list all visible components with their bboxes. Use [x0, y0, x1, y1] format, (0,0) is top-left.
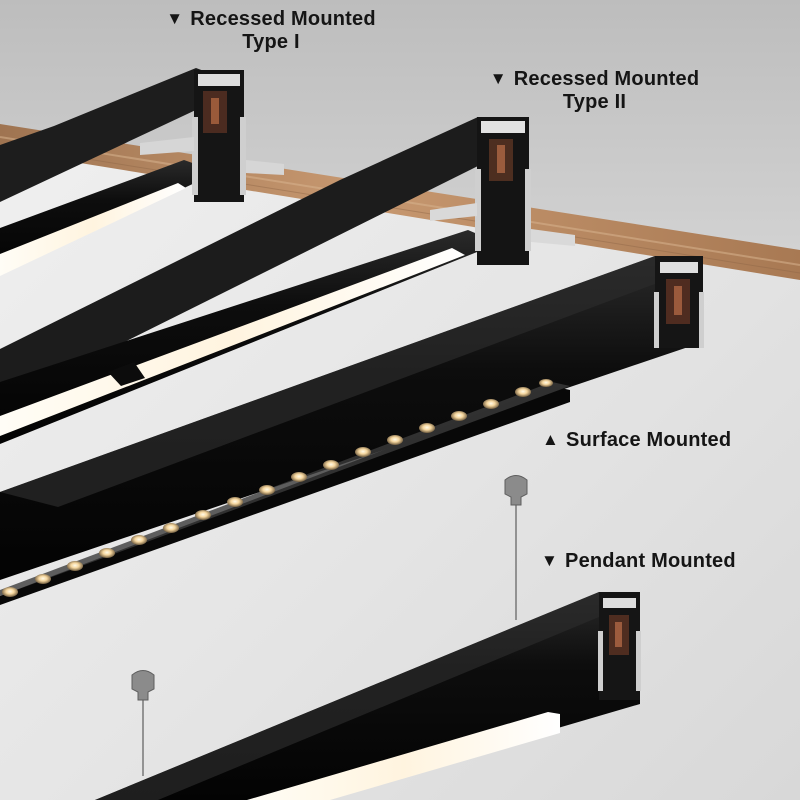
recessed-type-ii-fixture: [0, 117, 575, 444]
surface-mounted-fixture: [0, 256, 704, 605]
recessed-type-i-label: ▼ Recessed Mounted Type I: [146, 7, 396, 54]
surface-led-row: [2, 379, 553, 597]
pendant-mounted-label-text: Pendant Mounted: [565, 550, 736, 572]
recessed-type-ii-label-line-1: Recessed Mounted: [513, 68, 700, 90]
down-triangle-icon: ▼: [541, 551, 559, 570]
recessed-type-ii-label-line-2: Type II: [562, 91, 627, 113]
recessed-type-i-fixture: [0, 68, 284, 276]
recessed-type-ii-diffuser: [0, 248, 465, 436]
pendant-mounted-label: ▼ Pendant Mounted: [541, 549, 775, 573]
ceiling: [0, 0, 800, 252]
surface-mounted-label: ▲ Surface Mounted: [542, 428, 772, 452]
pendant-hanger-right: [504, 475, 528, 506]
recessed-type-i-label-line-1: Recessed Mounted: [190, 8, 376, 30]
recessed-type-i-label-line-2: Type I: [242, 31, 300, 53]
surface-mounted-label-text: Surface Mounted: [566, 429, 732, 451]
down-triangle-icon: ▼: [166, 9, 184, 28]
up-triangle-icon: ▲: [542, 430, 560, 449]
recessed-type-ii-label: ▼ Recessed Mounted Type II: [467, 67, 722, 114]
recessed-type-i-diffuser: [0, 183, 186, 276]
down-triangle-icon: ▼: [489, 69, 507, 88]
pendant-diffuser: [247, 712, 560, 800]
pendant-hanger-left: [131, 670, 155, 701]
pendant-mounted-fixture: [95, 475, 641, 800]
